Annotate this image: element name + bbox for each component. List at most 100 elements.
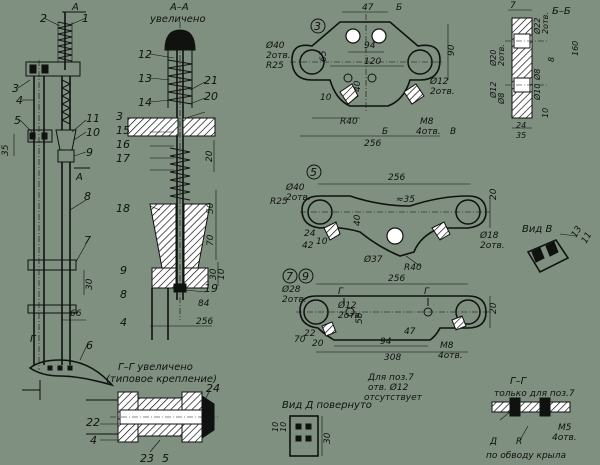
section-aa-drawing	[127, 22, 219, 340]
bb-dim-d10: Ø10	[532, 84, 542, 101]
part79-dim-m8: М8	[440, 341, 454, 351]
section-bb-title: Б–Б	[552, 6, 571, 17]
aa-dim-10: 10	[217, 268, 227, 280]
callout-15: 15	[116, 124, 130, 137]
callout-24: 24	[206, 382, 220, 395]
section-mark-a-bottom: А	[75, 172, 83, 183]
top-spring	[57, 12, 73, 70]
part3-dim-d12: Ø12	[429, 76, 449, 87]
section-gg-small-labels: Г–Г только для поз.7 М5 4отв. Д R по обв…	[486, 376, 577, 461]
part3-dim-10: 10	[320, 93, 332, 103]
part3-dim-m8: М8	[420, 117, 434, 127]
part79-dim-20-right: 20	[489, 302, 499, 314]
aa-dim-84: 84	[198, 299, 210, 309]
section-gg-subtitle: (типовое крепление)	[106, 374, 217, 385]
part5-dim-2otv-b: 2отв.	[480, 241, 505, 251]
section-gg-title: Г–Г увеличено	[118, 362, 193, 373]
part79-dim-308: 308	[384, 353, 401, 363]
aa-dim-50: 50	[206, 202, 216, 214]
callout-5: 5	[14, 114, 21, 127]
part5-number: 5	[310, 166, 317, 179]
part79-number-9: 9	[302, 270, 309, 283]
view-d-dim-30: 30	[323, 432, 333, 444]
section-gg-labels: Г–Г увеличено (типовое крепление) 22 24 …	[86, 362, 220, 465]
part79-dim-4otv: 4отв.	[438, 351, 463, 361]
part3-dim-65: 65	[319, 50, 329, 62]
bb-dim-8: 8	[547, 57, 556, 62]
aa-dim-256: 256	[196, 317, 213, 327]
part79-dim-d28: Ø28	[281, 284, 301, 295]
callout-22: 22	[86, 416, 100, 429]
part5-drawing	[300, 183, 491, 267]
dim-66: 66	[70, 309, 82, 319]
part5-dim-r40: R40	[404, 263, 422, 273]
callout-19: 19	[204, 282, 218, 295]
gg-small-title: Г–Г	[510, 376, 528, 387]
section-mark-g: Г	[30, 334, 37, 345]
view-v-drawing	[526, 233, 577, 274]
gg-small-dim-d: Д	[489, 437, 497, 447]
part5-dim-2otv-a: 2отв.	[286, 193, 311, 203]
callout-3: 3	[12, 82, 19, 95]
callout-8: 8	[84, 190, 91, 203]
part3-labels: 3 47 Б 94 120 65 40 R40 Б 256 Ø40 2отв. …	[265, 3, 457, 149]
bb-dim-d12: Ø12	[488, 82, 498, 99]
callout-18: 18	[116, 202, 130, 215]
dim-35: 35	[1, 144, 11, 156]
part79-mark-g-2: Г	[424, 287, 430, 297]
part3-mark-v: В	[450, 127, 456, 137]
part79-mark-g-1: Г	[338, 287, 344, 297]
part5-dim-24: 24	[304, 229, 316, 239]
bb-dim-24: 24	[516, 121, 526, 130]
part5-dim-d37: Ø37	[363, 254, 383, 265]
part5-dim-256: 256	[388, 173, 405, 183]
callout-11: 11	[86, 112, 100, 125]
part3-dim-94: 94	[364, 41, 376, 51]
callout-1: 1	[82, 12, 89, 25]
part3-dim-256: 256	[364, 139, 381, 149]
section-gg-small-drawing	[491, 397, 571, 441]
view-d-dim-10a: 10	[271, 422, 280, 432]
part3-mark-b-bottom: Б	[382, 127, 388, 137]
part5-dim-40: 40	[353, 214, 363, 226]
part5-labels: 5 256 Ø40 2отв. R25 ≈35 40 24 10 42 Ø37 …	[270, 164, 505, 273]
callout-20: 20	[204, 90, 218, 103]
note-block: Для поз.7 отв. Ø12 отсутствует	[364, 373, 423, 403]
part3-dim-40: 40	[353, 80, 363, 92]
part79-dim-256: 256	[388, 274, 405, 284]
part79-dim-47: 47	[404, 327, 416, 337]
section-aa-title: А–А	[169, 2, 189, 13]
view-v-title: Вид В	[522, 224, 552, 235]
callout-23: 23	[140, 452, 154, 465]
part79-drawing	[296, 283, 491, 353]
section-bb-labels: Б–Б 7 Ø22 2отв. Ø20 2отв. Ø12 Ø8 Ø10 Ø8 …	[488, 1, 580, 140]
part3-dim-47: 47	[362, 3, 374, 13]
bb-dim-d22: Ø22	[532, 18, 542, 35]
part5-dim-d40: Ø40	[285, 182, 305, 193]
part79-labels: 7 9 256 Ø28 2отв. Г Г Ø12 2отв. 56 22 20…	[281, 268, 499, 363]
aa-dim-30: 30	[209, 268, 219, 280]
view-v-dim-11: 11	[580, 231, 594, 246]
section-gg-drawing	[86, 389, 220, 453]
callout-12: 12	[138, 48, 152, 61]
part3-mark-b-top: Б	[396, 3, 402, 13]
callout-8-aa: 8	[120, 288, 127, 301]
bb-dim-160: 160	[571, 41, 580, 56]
section-aa-labels: А–А увеличено 12 13 14 3 15 16 17 18 9 8…	[116, 2, 227, 329]
callout-4: 4	[16, 94, 23, 107]
part5-dim-42: 42	[302, 241, 314, 251]
bb-dim-35: 35	[516, 131, 526, 140]
part3-dim-d40: Ø40	[265, 40, 285, 51]
part79-dim-22: 22	[304, 329, 316, 339]
bb-dim-2otv-b: 2отв.	[497, 44, 506, 66]
callout-9: 9	[86, 146, 93, 159]
note-line-3: отсутствует	[364, 393, 423, 403]
part5-dim-10: 10	[316, 237, 328, 247]
callout-17: 17	[116, 152, 130, 165]
gg-small-dim-m5: М5	[558, 423, 572, 433]
part3-dim-90: 90	[447, 44, 457, 56]
dim-30: 30	[85, 278, 95, 290]
gg-small-dim-4otv: 4отв.	[552, 433, 577, 443]
part3-dim-4otv: 4отв.	[416, 127, 441, 137]
